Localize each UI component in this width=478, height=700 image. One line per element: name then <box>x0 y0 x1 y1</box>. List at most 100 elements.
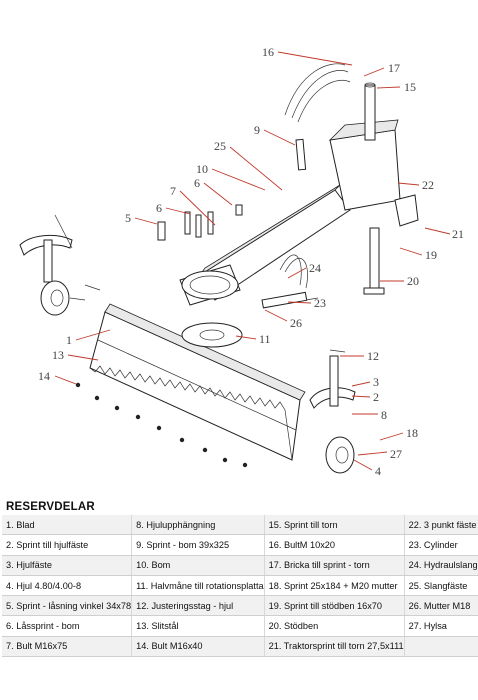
parts-cell: 21. Traktorsprint till torn 27,5x111 <box>263 636 405 658</box>
callout-16: 16 <box>262 45 353 66</box>
parts-cell: 7. Bult M16x75 <box>2 636 132 658</box>
callout-number: 21 <box>452 227 464 241</box>
callout-26: 26 <box>264 309 302 330</box>
callout-number: 2 <box>373 390 379 404</box>
callout-number: 19 <box>425 248 437 262</box>
parts-cell: 3. Hjulfäste <box>2 555 132 576</box>
callout-number: 24 <box>309 261 321 275</box>
callout-number: 20 <box>407 274 419 288</box>
callout-number: 18 <box>406 426 418 440</box>
callout-27: 27 <box>357 447 402 461</box>
parts-cell: 12. Justeringsstag - hjul <box>131 595 265 617</box>
callout-2: 2 <box>351 390 379 404</box>
callout-number: 11 <box>259 332 271 346</box>
parts-cell: 19. Sprint till stödben 16x70 <box>263 595 405 617</box>
callout-number: 4 <box>375 464 381 478</box>
callout-number: 1 <box>66 333 72 347</box>
hydraulic-hoses-drawing <box>279 63 351 289</box>
parts-cell: 4. Hjul 4.80/4.00-8 <box>2 575 132 597</box>
callout-3: 3 <box>351 375 379 389</box>
callout-number: 25 <box>214 139 226 153</box>
right-wheel-assembly-drawing <box>309 349 356 474</box>
callout-8: 8 <box>352 408 387 422</box>
parts-cell: 26. Mutter M18 <box>403 595 478 617</box>
callout-9: 9 <box>254 123 296 146</box>
callout-20: 20 <box>380 274 419 288</box>
callout-number: 15 <box>404 80 416 94</box>
parts-cell: 5. Sprint - låsning vinkel 34x78 <box>2 595 132 617</box>
callout-6b: 6 <box>194 176 233 206</box>
parts-cell: 22. 3 punkt fäste <box>403 515 478 536</box>
callout-18: 18 <box>379 426 418 441</box>
callout-1: 1 <box>66 329 111 347</box>
callout-number: 6 <box>194 176 200 190</box>
callout-number: 8 <box>381 408 387 422</box>
support-leg-drawing <box>363 227 385 295</box>
parts-cell: 1. Blad <box>2 515 132 536</box>
parts-cell: 18. Sprint 25x184 + M20 mutter <box>263 575 405 597</box>
parts-cell: 16. BultM 10x20 <box>263 534 405 556</box>
callout-15: 15 <box>376 80 416 94</box>
parts-cell: 25. Slangfäste <box>403 575 478 597</box>
parts-cell: 23. Cylinder <box>403 534 478 556</box>
cylinder-drawing <box>261 291 319 309</box>
callout-21: 21 <box>424 227 464 241</box>
callout-19: 19 <box>399 247 437 262</box>
tower-drawing <box>328 82 419 227</box>
callout-number: 5 <box>125 211 131 225</box>
blade-drawing <box>89 303 306 461</box>
callout-number: 7 <box>170 184 176 198</box>
callout-10: 10 <box>196 162 266 191</box>
left-wheel-assembly-drawing <box>19 214 101 316</box>
callout-number: 27 <box>390 447 402 461</box>
boom-drawing <box>179 184 351 306</box>
callout-number: 9 <box>254 123 260 137</box>
parts-cell: 15. Sprint till torn <box>263 515 405 536</box>
rotation-plate-drawing <box>181 322 243 348</box>
blade-bolts <box>75 382 248 468</box>
callout-number: 14 <box>38 369 50 383</box>
callout-13: 13 <box>52 348 99 362</box>
callout-4: 4 <box>353 459 381 478</box>
parts-cell: 24. Hydraulslang <box>403 555 478 576</box>
callout-7: 7 <box>170 184 216 226</box>
parts-cell: 11. Halvmåne till rotationsplatta <box>131 575 265 597</box>
callout-number: 3 <box>373 375 379 389</box>
exploded-parts-diagram: 1 2 3 4 5 6 6 7 8 9 10 11 <box>19 45 464 478</box>
callout-6a: 6 <box>156 201 191 215</box>
callout-22: 22 <box>397 178 434 192</box>
pins-drawing <box>157 138 307 241</box>
callout-number: 17 <box>388 61 400 75</box>
parts-cell: 6. Låssprint - bom <box>2 615 132 637</box>
callout-number: 23 <box>314 296 326 310</box>
callout-11: 11 <box>235 332 271 346</box>
callout-14: 14 <box>38 369 77 385</box>
callout-17: 17 <box>363 61 400 77</box>
callout-number: 16 <box>262 45 274 59</box>
parts-cell: 2. Sprint till hjulfäste <box>2 534 132 556</box>
parts-cell: 20. Stödben <box>263 615 405 637</box>
parts-cell <box>403 636 478 658</box>
parts-cell: 17. Bricka till sprint - torn <box>263 555 405 576</box>
callout-24: 24 <box>287 261 321 279</box>
callout-number: 10 <box>196 162 208 176</box>
parts-cell: 27. Hylsa <box>403 615 478 637</box>
callout-number: 26 <box>290 316 302 330</box>
callout-number: 6 <box>156 201 162 215</box>
parts-cell: 13. Slitstål <box>131 615 265 637</box>
callout-23: 23 <box>287 296 326 310</box>
parts-cell: 8. Hjulupphängning <box>131 515 265 536</box>
callout-25: 25 <box>214 139 283 191</box>
callout-5: 5 <box>125 211 158 225</box>
callout-number: 22 <box>422 178 434 192</box>
parts-cell: 14. Bult M16x40 <box>131 636 265 658</box>
